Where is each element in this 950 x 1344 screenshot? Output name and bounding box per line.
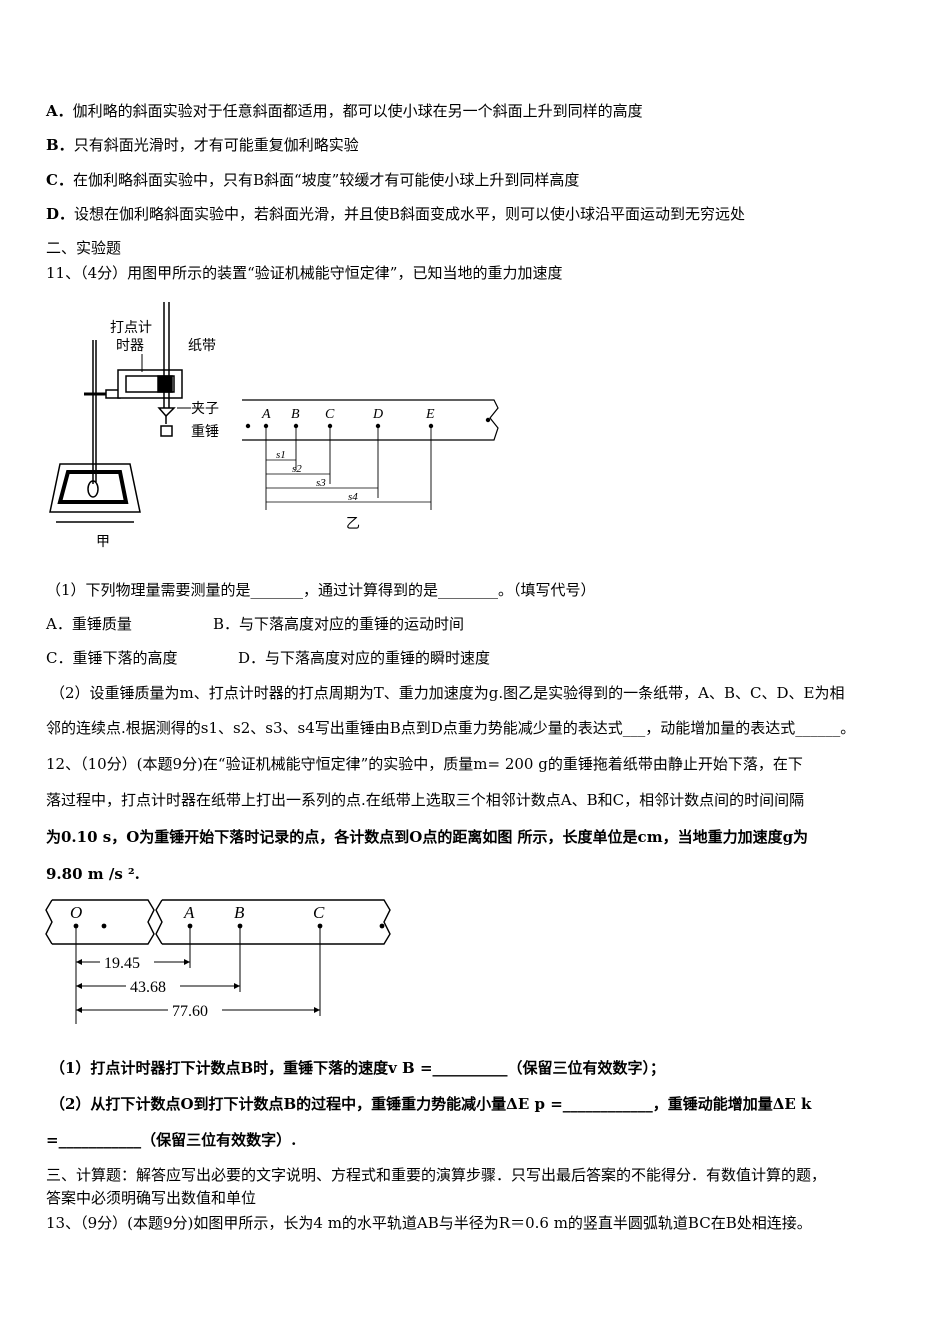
q12-line1: 12、（10分）(本题9分)在“验证机械能守恒定律”的实验中，质量m= 200 … bbox=[46, 755, 803, 773]
q11-stem: 11、（4分）用图甲所示的装置“验证机械能守恒定律”，已知当地的重力加速度 bbox=[46, 264, 563, 282]
q11-opt-a: A．重锤质量 bbox=[46, 615, 132, 633]
section3-line1: 三、计算题：解答应写出必要的文字说明、方程式和重要的演算步骤．只写出最后答案的不… bbox=[46, 1166, 827, 1184]
q12-line2: 落过程中，打点计时器在纸带上打出一系列的点.在纸带上选取三个相邻计数点A、B和C… bbox=[46, 791, 805, 809]
point-e: E bbox=[425, 407, 435, 422]
label-c: C bbox=[313, 903, 325, 922]
figure-jia-apparatus: 打点计 时器 纸带 夹子 重锤 甲 bbox=[49, 302, 219, 550]
label-weight: 重锤 bbox=[191, 424, 219, 440]
label-o: O bbox=[70, 903, 82, 922]
point-c: C bbox=[325, 407, 335, 422]
point-d: D bbox=[372, 407, 383, 422]
label-timer-1: 打点计 bbox=[110, 319, 152, 336]
label-s2: s2 bbox=[292, 463, 302, 475]
label-tape: 纸带 bbox=[188, 338, 216, 354]
q11-part2-line2: 邻的连续点.根据测得的s1、s2、s3、s4写出重锤由B点到D点重力势能减少量的… bbox=[46, 719, 856, 737]
q10-option-b: B．只有斜面光滑时，才有可能重复伽利略实验 bbox=[46, 136, 359, 154]
q12-part2-line1: （2）从打下计数点O到打下计数点B的过程中，重锤重力势能减小量ΔE p =___… bbox=[50, 1095, 812, 1113]
q11-opt-b: B．与下落高度对应的重锤的运动时间 bbox=[213, 615, 465, 633]
caption-yi: 乙 bbox=[346, 516, 360, 532]
q11-opt-d: D．与下落高度对应的重锤的瞬时速度 bbox=[238, 649, 491, 667]
point-b: B bbox=[291, 407, 300, 422]
q11-opt-c: C．重锤下落的高度 bbox=[46, 649, 178, 667]
label-s3: s3 bbox=[316, 477, 326, 489]
figure-yi-tape: A B C D E s1 s2 s3 s4 乙 bbox=[242, 399, 499, 532]
label-s1: s1 bbox=[276, 449, 286, 461]
q11-part2-line1: （2）设重锤质量为m、打点计时器的打点周期为T、重力加速度为g.图乙是实验得到的… bbox=[50, 684, 845, 702]
q10-option-a: A．伽利略的斜面实验对于任意斜面都适用，都可以使小球在另一个斜面上升到同样的高度 bbox=[46, 102, 643, 120]
label-b: B bbox=[234, 903, 245, 922]
label-clip: 夹子 bbox=[191, 401, 219, 417]
label-a: A bbox=[183, 903, 195, 922]
q10-option-c: C．在伽利略斜面实验中，只有B斜面“坡度”较缓才有可能使小球上升到同样高度 bbox=[46, 171, 580, 189]
distance-oa: 19.45 bbox=[104, 955, 140, 972]
label-s4: s4 bbox=[348, 491, 358, 503]
section3-line2: 答案中必须明确写出数值和单位 bbox=[46, 1189, 257, 1207]
q12-part2-line2: =___________（保留三位有效数字）. bbox=[46, 1131, 297, 1149]
q13-stem: 13、（9分）(本题9分)如图甲所示，长为4 m的水平轨道AB与半径为R＝0.6… bbox=[46, 1214, 812, 1232]
q12-part1: （1）打点计时器打下计数点B时，重锤下落的速度v B =__________（保… bbox=[50, 1059, 666, 1077]
distance-oc: 77.60 bbox=[172, 1003, 208, 1020]
caption-jia: 甲 bbox=[96, 535, 110, 550]
distance-ob: 43.68 bbox=[130, 979, 166, 996]
q11-part1: （1）下列物理量需要测量的是_______，通过计算得到的是________。（… bbox=[46, 581, 596, 599]
point-a: A bbox=[261, 407, 271, 422]
q10-option-d: D．设想在伽利略斜面实验中，若斜面光滑，并且使B斜面变成水平，则可以使小球沿平面… bbox=[46, 205, 746, 223]
label-timer-2: 时器 bbox=[116, 338, 144, 354]
q12-line4: 9.80 m /s ². bbox=[46, 865, 140, 883]
q12-line3: 为0.10 s，O为重锤开始下落时记录的点，各计数点到O点的距离如图 所示，长度… bbox=[46, 828, 809, 846]
section2-title: 二、实验题 bbox=[46, 239, 122, 257]
figure-q12-tape: O A B C 19.45 43.68 77.60 bbox=[45, 899, 391, 1024]
